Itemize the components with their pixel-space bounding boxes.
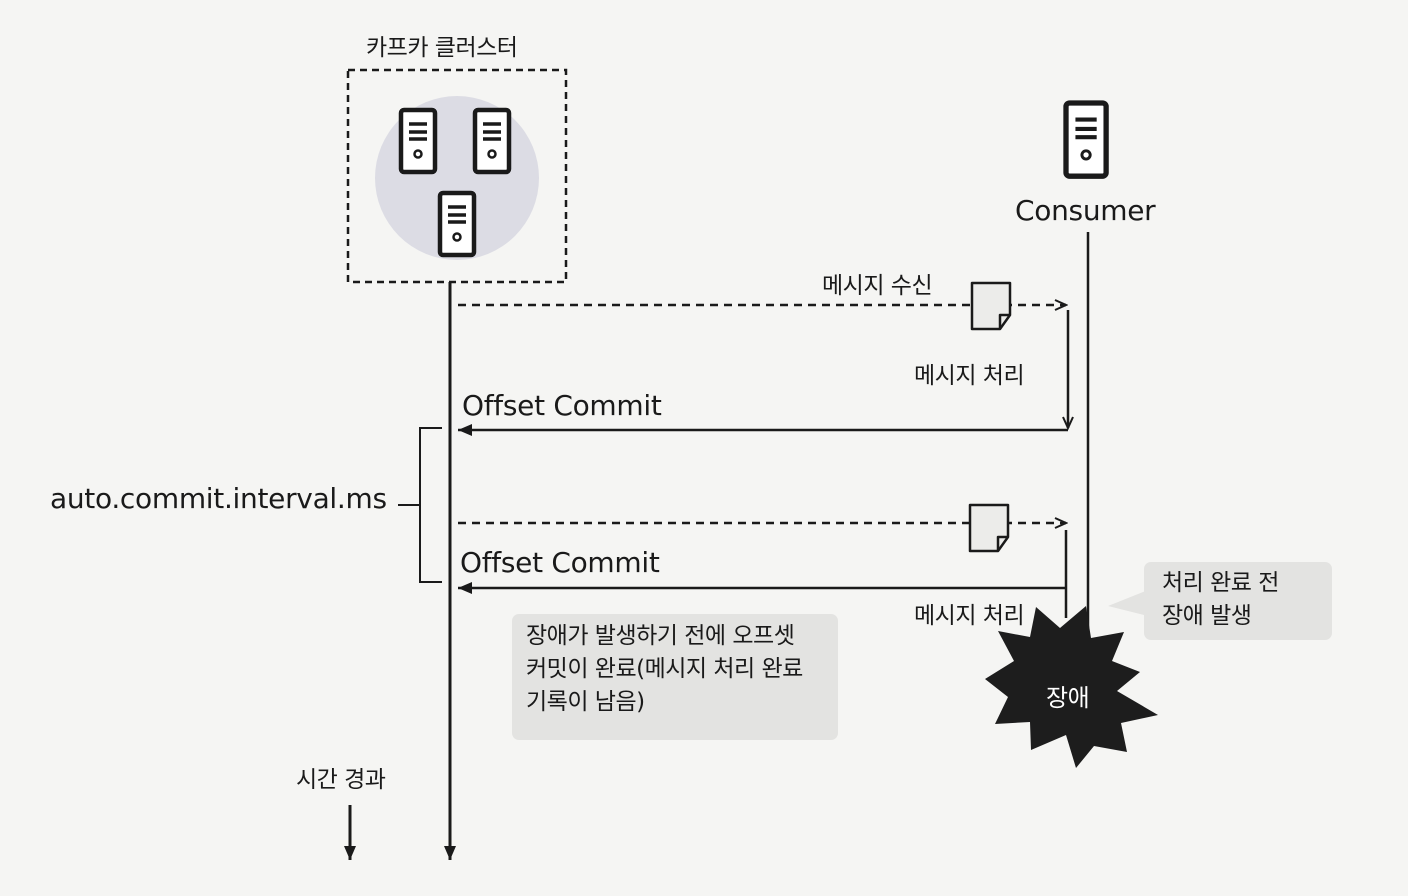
cluster-dashed-frame	[346, 68, 568, 284]
server-icon	[401, 110, 435, 172]
commit-label: Offset Commit	[460, 546, 660, 579]
note-line: 장애 발생	[1162, 603, 1252, 629]
note-line: 처리 완료 전	[1162, 570, 1279, 596]
left-note: 장애가 발생하기 전에 오프셋 커밋이 완료(메시지 처리 완료 기록이 남음)	[512, 614, 838, 740]
time-label: 시간 경과	[296, 767, 386, 793]
kafka-cluster	[346, 68, 568, 284]
note-line: 기록이 남음)	[526, 689, 645, 715]
commit-label: Offset Commit	[462, 389, 662, 422]
interval-bracket	[419, 427, 442, 583]
document-icon	[968, 503, 1010, 553]
note-pointer	[1108, 590, 1148, 616]
right-note: 처리 완료 전 장애 발생	[1144, 562, 1332, 640]
receive-label: 메시지 수신	[822, 273, 933, 299]
consumer-label: Consumer	[1015, 194, 1156, 227]
process-label: 메시지 처리	[914, 363, 1025, 389]
server-icon	[475, 110, 509, 172]
cluster-title: 카프카 클러스터	[366, 35, 518, 61]
document-icon	[970, 281, 1012, 331]
note-line: 장애가 발생하기 전에 오프셋	[526, 623, 795, 649]
server-icon	[1066, 103, 1106, 176]
process-label: 메시지 처리	[914, 603, 1025, 629]
server-icon	[440, 193, 474, 255]
failure-burst	[985, 606, 1158, 768]
interval-label: auto.commit.interval.ms	[50, 482, 387, 515]
note-line: 커밋이 완료(메시지 처리 완료	[526, 656, 803, 682]
failure-label: 장애	[1046, 684, 1090, 712]
